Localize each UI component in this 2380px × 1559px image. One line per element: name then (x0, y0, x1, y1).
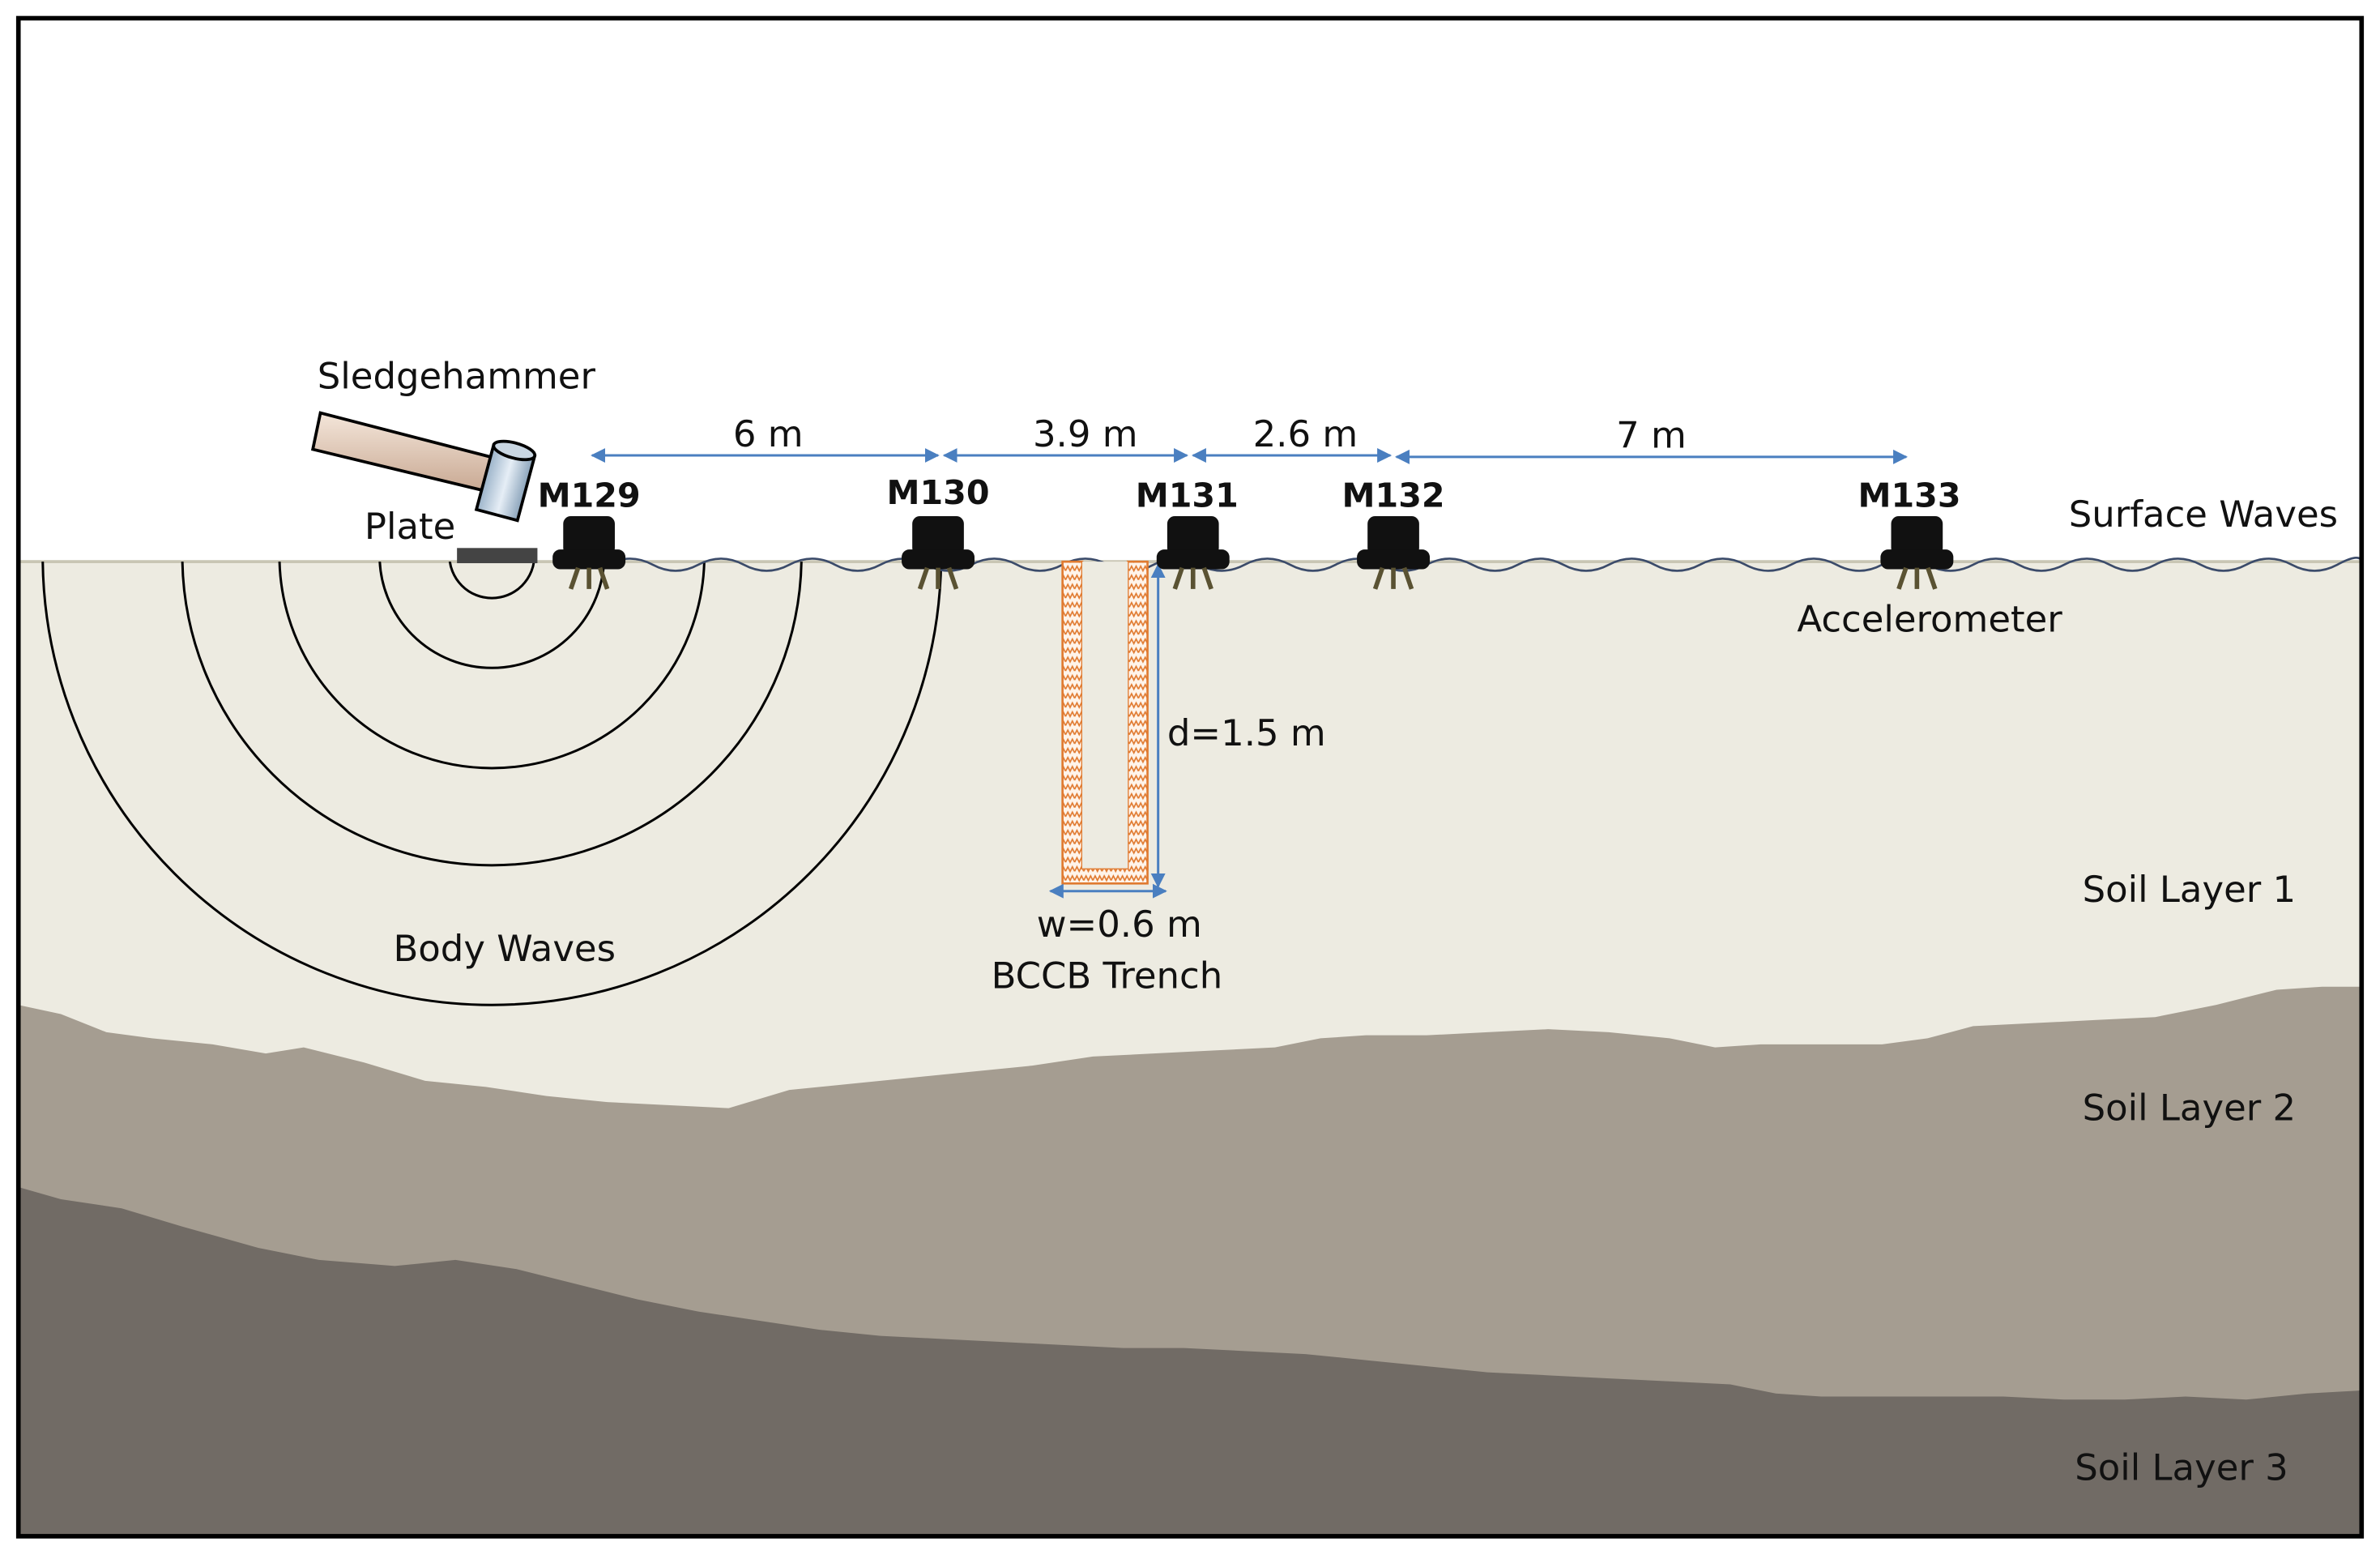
sledgehammer-label: Sledgehammer (318, 355, 596, 398)
trench-depth-label: d=1.5 m (1167, 711, 1326, 754)
bccb-trench (1061, 560, 1149, 885)
plate (457, 548, 538, 564)
sensor-label-m129: M129 (538, 476, 641, 515)
accelerometer-icon (1880, 515, 1954, 590)
spacing-label: 2.6 m (1253, 412, 1358, 455)
body-waves (41, 562, 943, 1006)
soil-layer-3-region (18, 1187, 2362, 1536)
sensor-labels: M129 M130 M131 M132 M133 (538, 473, 1961, 515)
accelerometer-group (552, 515, 1954, 590)
trench-width-label: w=0.6 m (1037, 903, 1202, 946)
plate-label: Plate (365, 505, 455, 548)
spacing-label: 3.9 m (1033, 412, 1138, 455)
sensor-label-m130: M130 (887, 473, 990, 512)
sensor-label-m133: M133 (1858, 476, 1960, 515)
accelerometer-icon (552, 515, 626, 590)
spacing-dimensions: 6 m 3.9 m 2.6 m 7 m (591, 412, 1909, 464)
spacing-label: 7 m (1616, 414, 1687, 457)
trench-name-label: BCCB Trench (992, 955, 1223, 997)
sensor-label-m131: M131 (1136, 476, 1239, 515)
accelerometer-icon (1357, 515, 1430, 590)
sledgehammer-icon (310, 411, 537, 523)
accelerometer-icon (902, 515, 975, 590)
sensor-label-m132: M132 (1342, 476, 1445, 515)
surface-waves-label: Surface Waves (2069, 493, 2338, 536)
soil-layer-3-label: Soil Layer 3 (2075, 1446, 2288, 1489)
diagram-frame (15, 15, 2365, 1539)
body-waves-label: Body Waves (393, 927, 616, 970)
soil-layer-2-label: Soil Layer 2 (2083, 1087, 2297, 1130)
accelerometer-icon (1156, 515, 1230, 590)
accelerometer-label: Accelerometer (1797, 597, 2062, 640)
spacing-label: 6 m (733, 412, 804, 455)
soil-layer-1-label: Soil Layer 1 (2083, 868, 2297, 911)
